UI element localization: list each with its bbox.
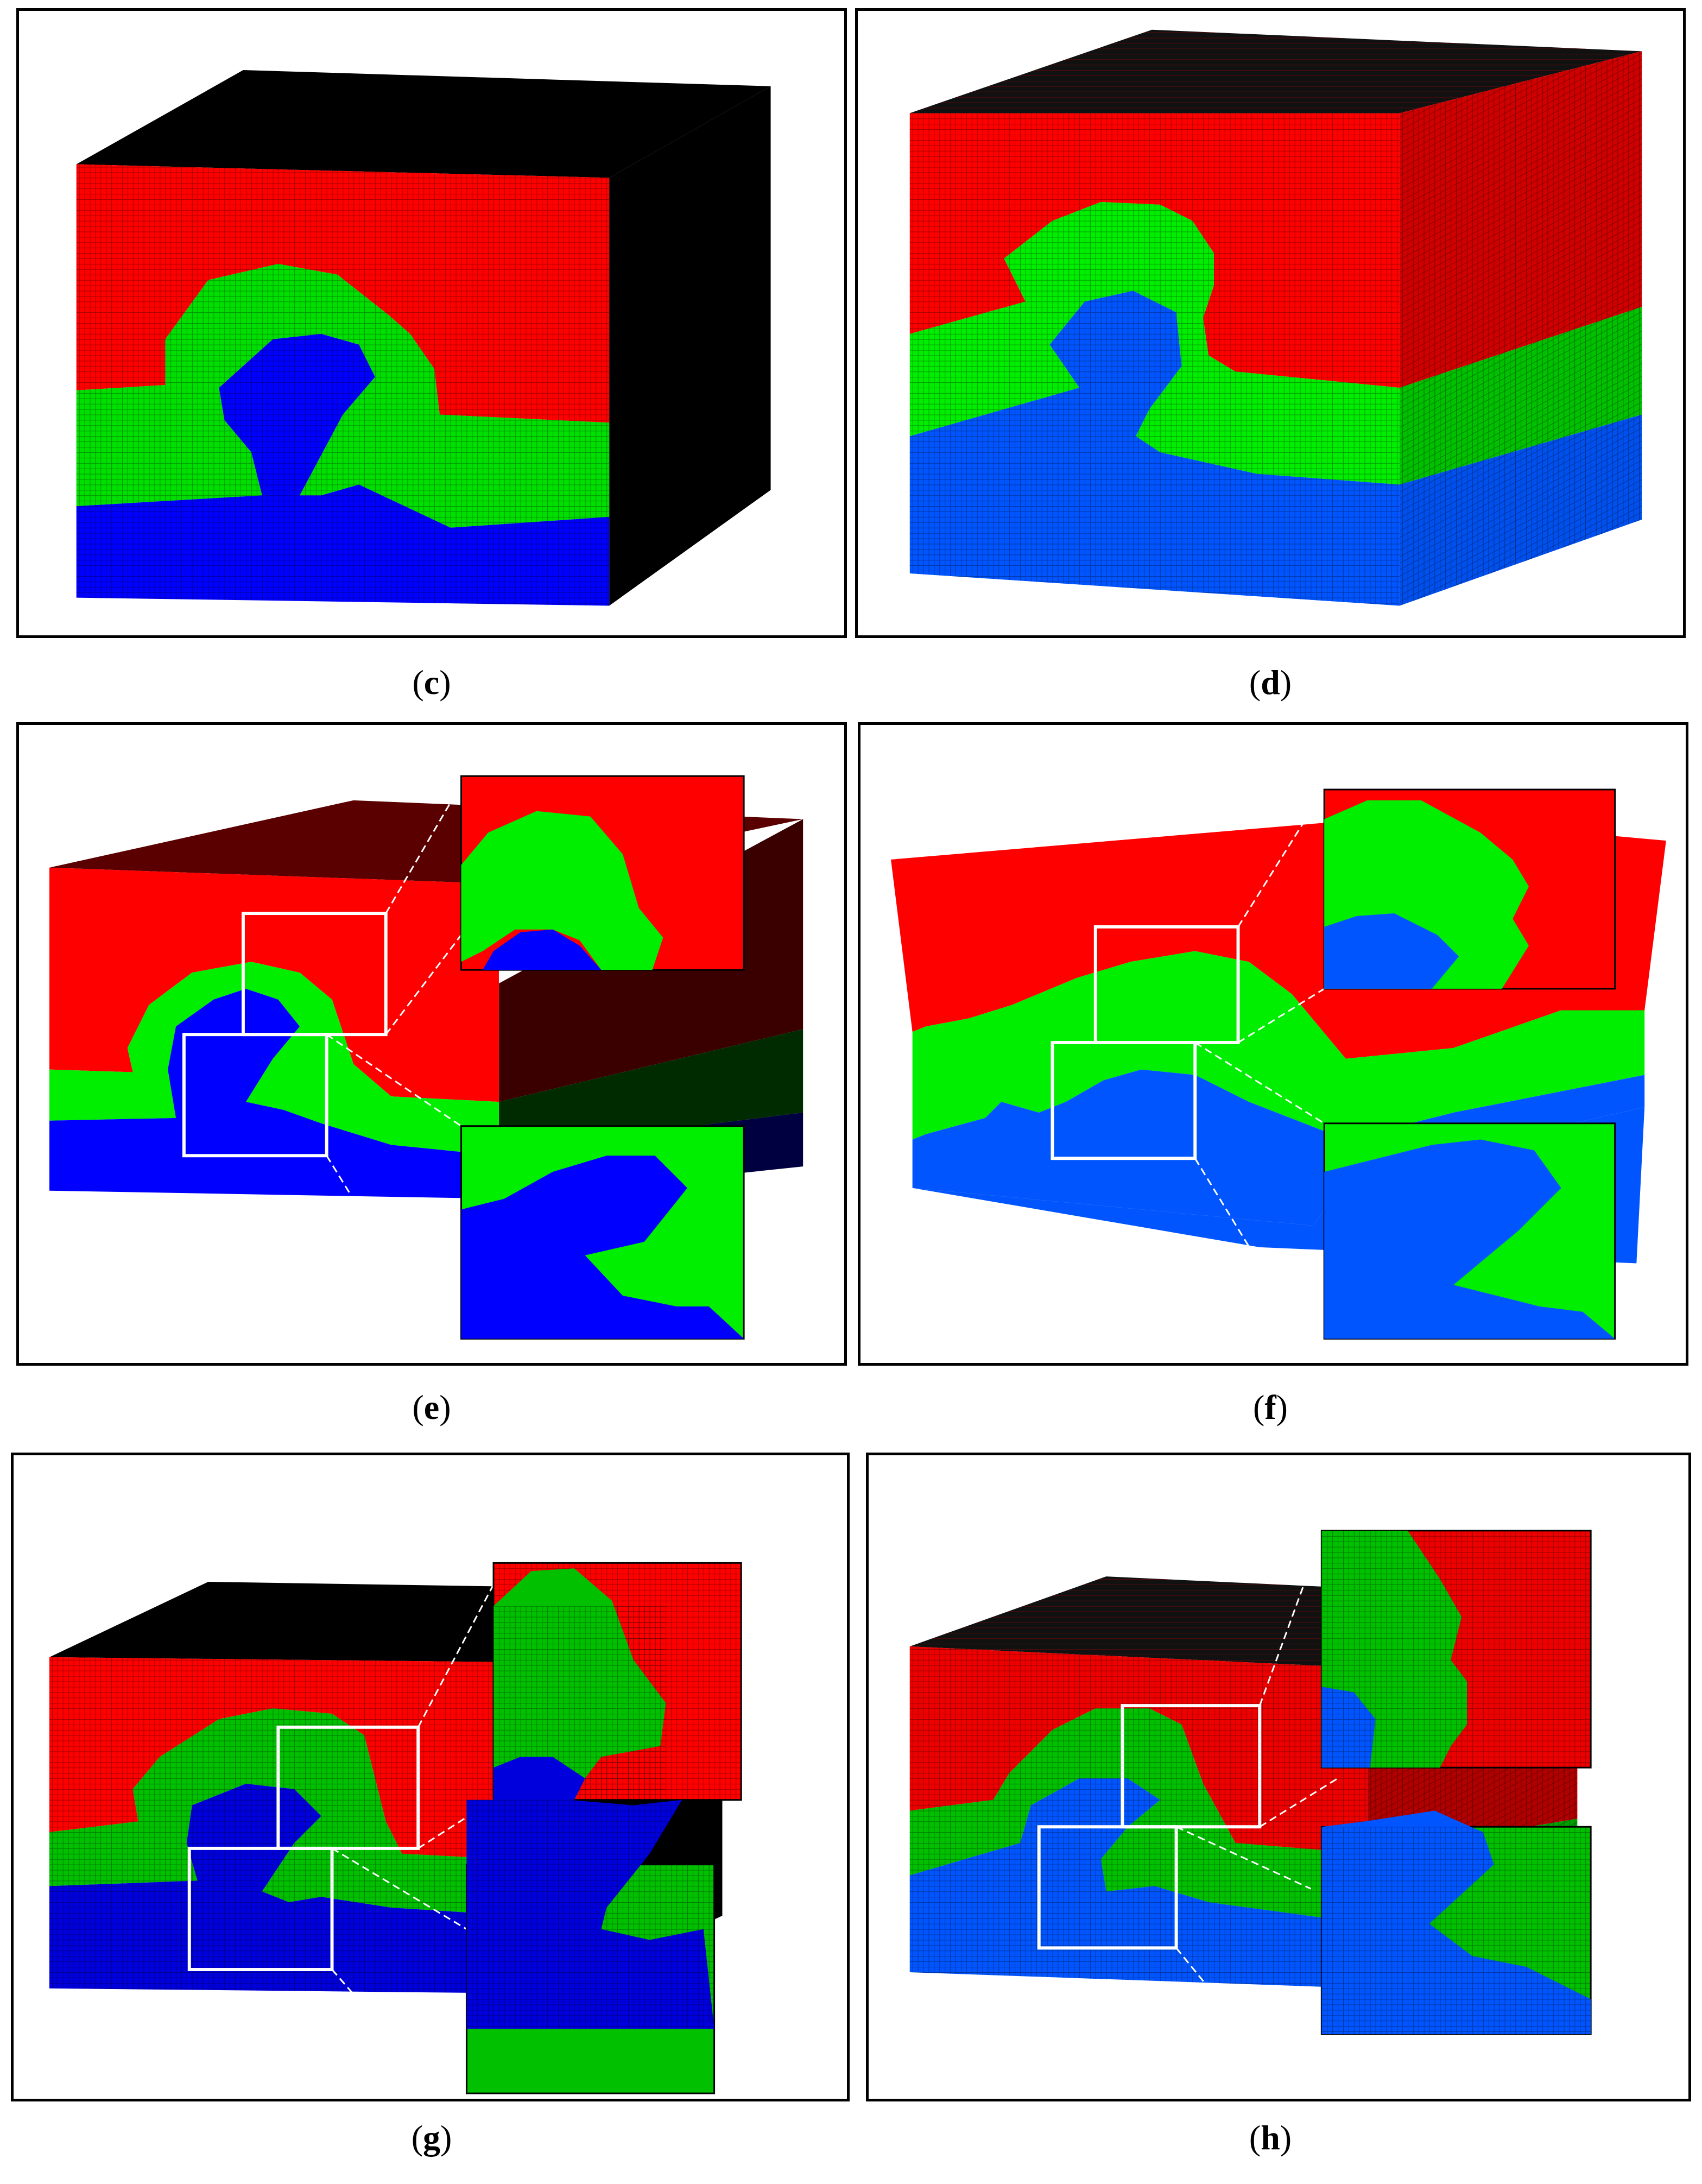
zoom-line <box>1194 1041 1325 1125</box>
zoom-line <box>1237 988 1325 1044</box>
zoom-box-lower <box>1051 1041 1197 1160</box>
voxel-cube-d <box>909 29 1642 606</box>
zoom-line <box>1175 1826 1312 1890</box>
right-green <box>498 1029 803 1151</box>
right-face <box>609 86 771 606</box>
panel-e <box>16 722 847 1366</box>
top-face <box>76 70 771 178</box>
voxel-cube-g <box>49 1562 742 2094</box>
zoom-line <box>1258 1536 1323 1706</box>
panel-h <box>866 1453 1691 2101</box>
inset-lower <box>1320 1810 1592 2035</box>
panel-c <box>16 8 847 638</box>
voxel-cube-e <box>49 775 803 1340</box>
green-layer <box>49 962 499 1156</box>
caption-g: (g) <box>411 2118 452 2157</box>
zoom-line <box>326 1155 371 1226</box>
zoom-line <box>417 1584 495 1728</box>
zoom-line <box>385 934 462 1036</box>
zoom-box-lower <box>187 1846 334 1971</box>
zoom-line <box>331 1847 467 1930</box>
caption-e: (e) <box>412 1388 451 1426</box>
mesh-overlay <box>909 1646 1368 1989</box>
inset-upper <box>492 1562 742 1801</box>
caption-h: (h) <box>1249 2118 1292 2157</box>
inset-upper <box>460 775 745 971</box>
inset-upper <box>1320 1530 1592 1769</box>
top-face-mesh <box>909 29 1642 113</box>
zoom-line <box>331 1969 387 2032</box>
inset-upper <box>1323 788 1616 990</box>
right-mesh <box>1399 51 1642 606</box>
voxel-cube-h <box>909 1530 1592 2035</box>
zoom-line <box>326 1033 462 1127</box>
zoom-line <box>1237 789 1325 927</box>
zoom-box-lower <box>1037 1825 1178 1950</box>
inset-lower <box>465 1800 716 2094</box>
zoom-box-upper <box>276 1725 420 1850</box>
inset-lower <box>460 1125 745 1340</box>
mesh-overlay <box>76 164 610 606</box>
zoom-line <box>385 784 462 914</box>
zoom-line <box>1194 1158 1255 1256</box>
zoom-line <box>1259 1777 1338 1828</box>
panel-g <box>11 1453 850 2101</box>
panel-f <box>858 722 1688 1366</box>
zoom-box-upper <box>1121 1704 1262 1829</box>
mesh-overlay <box>909 113 1400 606</box>
caption-d: (d) <box>1249 663 1292 702</box>
blue-band <box>912 1069 1645 1226</box>
zoom-line <box>1175 1947 1236 2022</box>
blue-layer <box>49 988 499 1199</box>
caption-c: (c) <box>412 663 451 702</box>
voxel-cube-f <box>890 788 1666 1340</box>
voxel-cube-c <box>76 70 771 606</box>
inset-lower <box>1323 1122 1616 1340</box>
zoom-box-lower <box>182 1033 328 1158</box>
panel-d <box>855 8 1686 638</box>
mesh-overlay <box>49 1657 559 1994</box>
caption-f: (f) <box>1253 1388 1288 1426</box>
